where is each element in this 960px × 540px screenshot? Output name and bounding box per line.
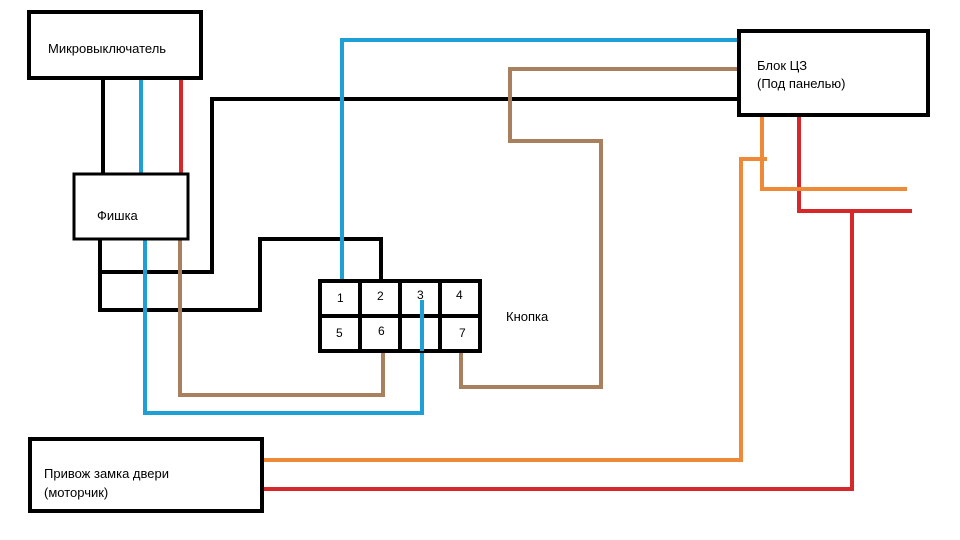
button-pin-2: 2 xyxy=(377,289,384,303)
button-pin-6: 6 xyxy=(378,324,385,338)
door-actuator-box: Привож замка двери (моторчик) xyxy=(28,437,264,513)
wire-black-cz-to-connector xyxy=(98,97,742,274)
door-actuator-label-line1: Привож замка двери xyxy=(44,466,169,481)
wire-black-connector-to-button-pin2 xyxy=(98,237,383,312)
button-pin-1: 1 xyxy=(337,291,344,305)
wire-orange-cz-output xyxy=(760,115,907,191)
central-lock-unit-label-line1: Блок ЦЗ xyxy=(757,58,807,73)
wire-blue-cz-to-button-pin1 xyxy=(340,38,742,286)
door-actuator-label-line2: (моторчик) xyxy=(44,485,108,500)
microswitch-label: Микровыключатель xyxy=(48,41,166,56)
button-pin-7: 7 xyxy=(459,326,466,340)
button-label: Кнопка xyxy=(506,309,549,324)
central-lock-unit-box: Блок ЦЗ (Под панелью) xyxy=(737,29,930,117)
central-lock-unit-label-line2: (Под панелью) xyxy=(757,76,846,91)
wire-red-cz-output xyxy=(797,115,912,213)
microswitch-box: Микровыключатель xyxy=(27,10,203,80)
wire-blue-connector-to-button-pin3 xyxy=(143,238,424,415)
connector-box: Фишка xyxy=(72,172,190,241)
wire-orange-actuator xyxy=(261,157,767,462)
button-block: 1 2 3 4 5 6 7 Кнопка xyxy=(318,279,549,353)
wire-brown-connector-to-button-pin6 xyxy=(178,238,385,397)
connector-label: Фишка xyxy=(97,208,139,223)
button-pin-5: 5 xyxy=(336,326,343,340)
button-pin-4: 4 xyxy=(456,288,463,302)
button-pin-3: 3 xyxy=(417,288,424,302)
wire-red-actuator xyxy=(261,209,854,491)
wire-brown-cz-to-button-pin7 xyxy=(459,67,742,389)
wires xyxy=(98,38,912,491)
